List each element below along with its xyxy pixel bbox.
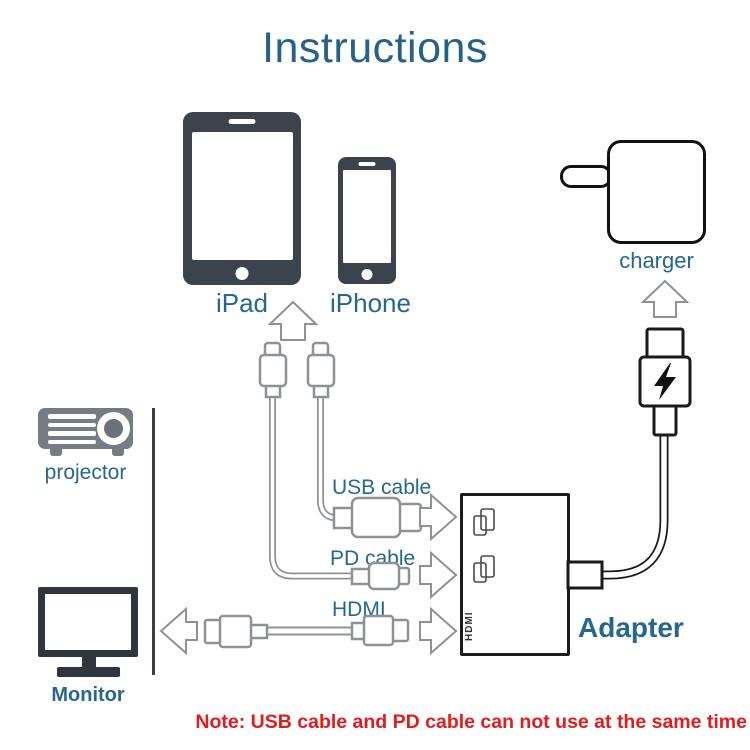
ipad-speaker — [228, 119, 256, 124]
charger-icon — [607, 140, 706, 244]
output-divider-line — [152, 408, 155, 675]
ipad-screen — [192, 132, 293, 260]
monitor-base — [57, 667, 120, 677]
usb-port-icon-1 — [473, 508, 495, 536]
usb-cable-label: USB cable — [332, 476, 432, 499]
arrow-right-usb-icon — [419, 492, 458, 542]
iphone-screen — [343, 170, 391, 263]
page-title: Instructions — [262, 24, 488, 72]
projector-lens-inner — [103, 418, 123, 438]
warning-note: Note: USB cable and PD cable can not use… — [195, 711, 747, 733]
adapter-stub — [566, 560, 604, 590]
iphone-home-button — [361, 269, 373, 280]
arrow-right-hdmi-icon — [419, 606, 458, 656]
monitor-stand — [82, 656, 96, 669]
ipad-home-button — [235, 267, 249, 280]
projector-label: projector — [44, 461, 127, 484]
projector-vent — [48, 439, 96, 444]
hdmi-port-icon: HDMI — [464, 611, 475, 641]
charger-label: charger — [619, 248, 694, 273]
projector-vent — [48, 414, 96, 419]
projector-foot-left — [50, 447, 62, 456]
hdmi-connector-right-icon — [350, 614, 410, 647]
lightning-bolt-icon — [654, 363, 676, 400]
projector-vent — [48, 431, 96, 436]
arrow-up-devices-icon — [267, 300, 319, 341]
ipad-icon — [183, 112, 301, 285]
pd-connector-icon — [350, 561, 411, 591]
projector-vent — [48, 422, 96, 427]
ipad-label: iPad — [215, 288, 269, 318]
usb-cable — [317, 394, 354, 522]
iphone-icon — [338, 157, 396, 284]
projector-lens — [96, 411, 130, 445]
arrow-left-monitor-icon — [159, 606, 198, 656]
adapter-label: Adapter — [578, 612, 684, 643]
pd-cable — [269, 394, 356, 580]
usb-port-icon-2 — [473, 555, 495, 583]
projector-foot-right — [112, 447, 124, 456]
projector-icon — [38, 408, 133, 449]
arrow-up-charger-icon — [640, 279, 690, 318]
usb-connector-icon — [332, 496, 423, 539]
monitor-icon — [38, 587, 138, 657]
iphone-speaker — [358, 162, 376, 166]
monitor-label: Monitor — [51, 684, 125, 706]
lightning-connector-left-icon — [258, 341, 288, 399]
hdmi-connector-left-icon — [203, 614, 269, 649]
arrow-right-pd-icon — [419, 550, 458, 600]
lightning-connector-right-icon — [306, 341, 336, 399]
iphone-label: iPhone — [330, 288, 411, 318]
power-cable — [598, 433, 669, 580]
